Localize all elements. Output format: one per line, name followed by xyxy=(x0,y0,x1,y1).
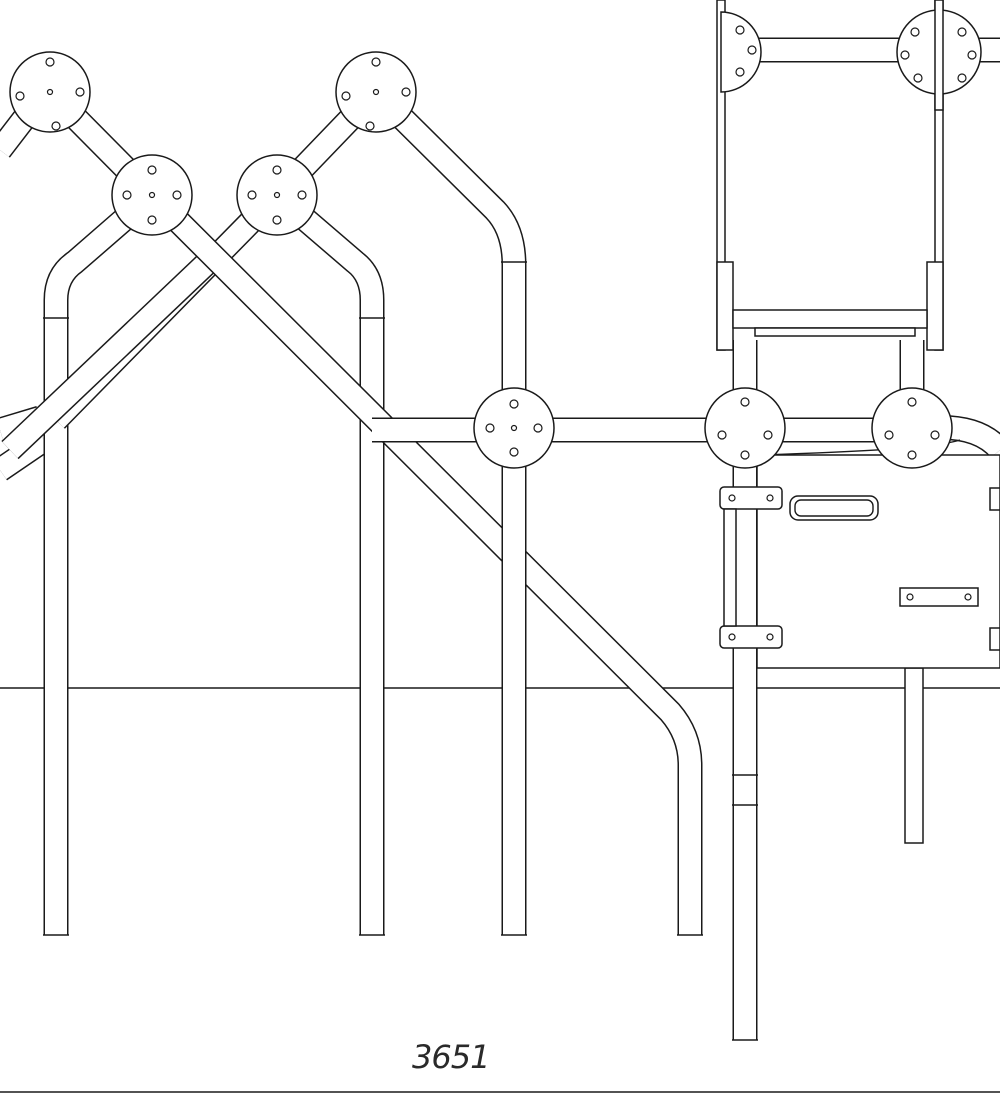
hub-connector-tower-left xyxy=(704,387,786,469)
pipe-end-caps xyxy=(43,261,703,936)
hub-connector-top-center xyxy=(335,51,417,133)
hub-connector-top-left xyxy=(9,51,91,133)
hub-connector-middle xyxy=(473,387,555,469)
left-arch-frame xyxy=(0,83,1000,935)
hub-connector-tower-top-right xyxy=(896,0,982,111)
dimension-label: 3651 xyxy=(412,1038,490,1076)
hub-connector-tower-top-left xyxy=(720,11,762,93)
hub-connector-tower-right xyxy=(871,387,953,469)
hub-connector-left xyxy=(111,154,193,236)
tower-frame xyxy=(716,0,1000,1041)
hub-connector-center-left xyxy=(236,154,318,236)
